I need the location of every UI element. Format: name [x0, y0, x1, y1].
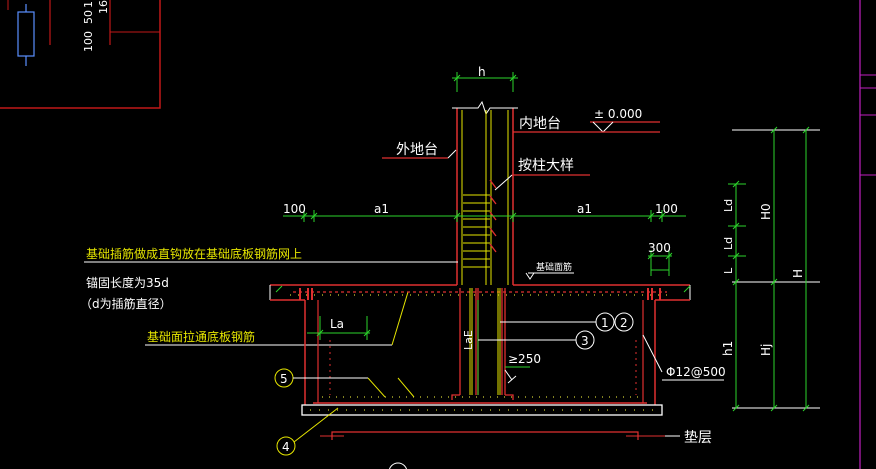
callout-2	[614, 312, 634, 332]
dim-l-label: L	[722, 267, 735, 274]
legend-100: 100	[82, 31, 95, 52]
ge250-label: ≥250	[508, 352, 541, 366]
legend-1x: 1	[82, 1, 95, 8]
foundation-surface-group: 基础面筋	[525, 261, 574, 280]
dim-h-label: h	[478, 65, 486, 79]
outer-floor-label-group: 外地台	[382, 142, 457, 159]
callout-3-label: 3	[581, 334, 589, 348]
sheet-border	[859, 0, 876, 469]
dim-lae: LaE	[462, 300, 479, 395]
cushion-label: 垫层	[684, 430, 712, 446]
lae-label: LaE	[462, 330, 475, 350]
callout-2-label: 2	[620, 316, 628, 330]
callout-1-label: 1	[601, 316, 609, 330]
note-dia: （d为插筋直径）	[80, 296, 172, 311]
d100-right-label: 100	[655, 202, 678, 216]
dim-ld1-label: Ld	[722, 199, 735, 212]
la-label: La	[330, 317, 344, 331]
note-anchorage: 锚固长度为35d	[86, 275, 169, 290]
legend-16: 16	[97, 0, 110, 14]
a1-left-label: a1	[374, 202, 389, 216]
callout-3	[575, 330, 595, 350]
notes: 基础插筋做成直钩放在基础底板钢筋网上 锚固长度为35d （d为插筋直径） 基础面…	[80, 246, 458, 346]
zero-elevation-label: ± 0.000	[594, 107, 642, 121]
legend-frame: 100 50 1 16	[0, 0, 161, 109]
inner-floor-label: 内地台	[519, 116, 561, 132]
per-column-label: 按柱大样	[518, 158, 574, 174]
right-dims: Ld Ld L H0 H h1 Hj	[721, 126, 820, 412]
d300-label: 300	[648, 241, 671, 255]
slab-ticks	[275, 285, 691, 293]
d100-left-label: 100	[283, 202, 306, 216]
dim-a1: 100 a1 a1 100	[283, 202, 686, 222]
outer-floor-label: 外地台	[396, 142, 438, 158]
callouts: 1 2 3 5 4	[274, 312, 634, 469]
note-through-bars: 基础面拉通底板钢筋	[147, 329, 255, 344]
stirrup-callout: Φ12@500	[642, 334, 726, 381]
legend-50: 50	[82, 10, 95, 24]
dim-300: 300	[647, 241, 673, 276]
callout-5-label: 5	[280, 372, 288, 386]
dim-column-width: h	[452, 65, 518, 92]
per-column-label-group: 按柱大样	[494, 158, 590, 191]
callout-4	[276, 436, 296, 456]
dim-h-label: H	[791, 269, 805, 278]
dim-250: ≥250	[504, 352, 541, 384]
cushion-layer: 垫层	[301, 404, 712, 446]
dim-h0-label: H0	[759, 203, 773, 220]
column	[452, 100, 518, 285]
foundation-body	[269, 284, 691, 405]
callout-1	[595, 312, 615, 332]
elevation-mark: ± 0.000 内地台	[513, 107, 660, 133]
dim-la: La	[307, 316, 371, 340]
note-dowel-hook: 基础插筋做成直钩放在基础底板钢筋网上	[86, 246, 302, 261]
foundation-surface-label: 基础面筋	[536, 261, 572, 273]
dim-h1-label: h1	[721, 341, 735, 356]
callout-4-label: 4	[282, 440, 290, 454]
phi12-label: Φ12@500	[666, 365, 726, 379]
dim-hj-label: Hj	[759, 344, 773, 356]
dim-ld2-label: Ld	[722, 237, 735, 250]
a1-right-label: a1	[577, 202, 592, 216]
